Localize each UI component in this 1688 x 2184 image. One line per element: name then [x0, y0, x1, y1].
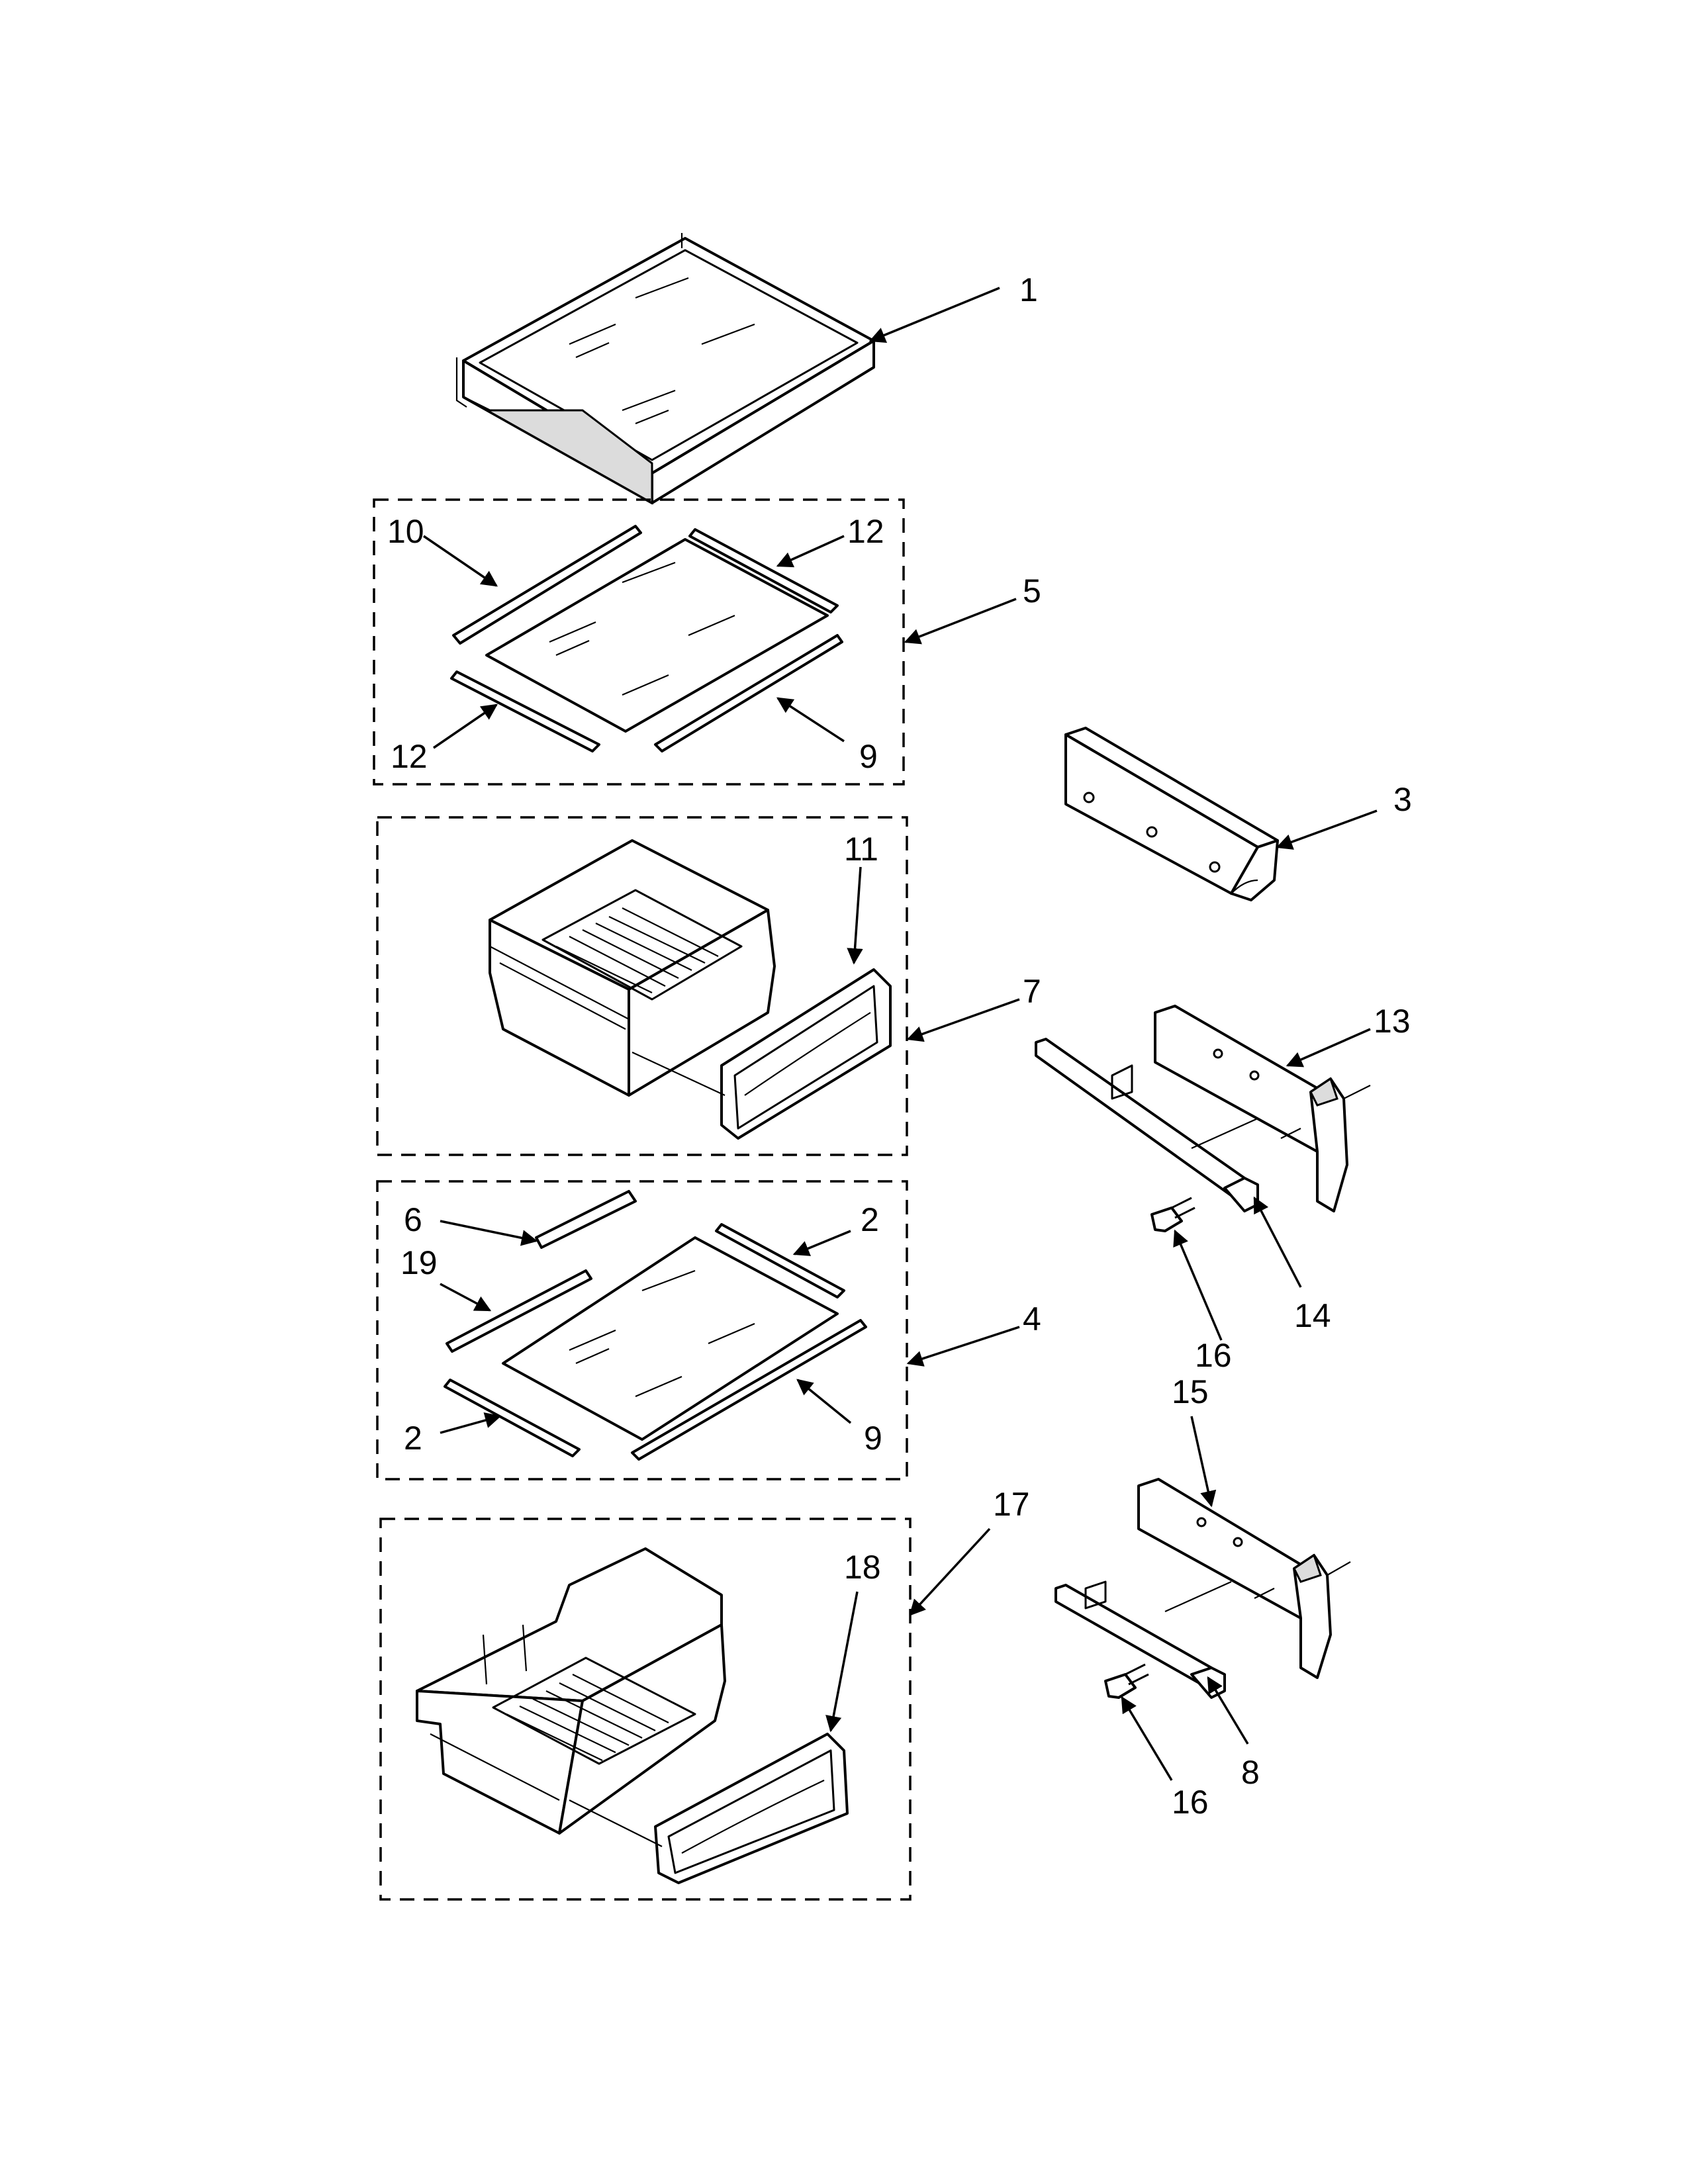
slide-rail-part-8 [1055, 1580, 1275, 1699]
screw-part-16-a [1150, 1197, 1196, 1232]
arrow-10 [423, 535, 498, 587]
trim-part-9-bottom [631, 1319, 867, 1461]
cover-part-3 [1064, 727, 1279, 901]
label-15: 15 [1172, 1373, 1209, 1410]
label-11: 11 [844, 831, 878, 868]
trim-part-2-bottom [444, 1379, 581, 1457]
label-6: 6 [404, 1201, 422, 1238]
glass-panel-part-4 [502, 1236, 839, 1441]
drawer-front-part-18 [569, 1733, 849, 1884]
trim-part-10 [452, 525, 642, 645]
label-12a: 12 [847, 513, 884, 550]
trim-part-6 [535, 1190, 637, 1249]
crisper-bin-part-7 [489, 839, 776, 1097]
arrow-15 [1190, 1416, 1217, 1508]
arrow-5 [904, 598, 1017, 645]
arrow-2b [440, 1412, 502, 1434]
arrow-2a [792, 1230, 851, 1256]
arrow-9a [776, 697, 845, 743]
label-2b: 2 [404, 1420, 422, 1457]
label-9b: 9 [864, 1420, 882, 1457]
arrow-19 [440, 1283, 492, 1312]
trim-part-12-bottom [450, 670, 600, 752]
slide-rail-part-14 [1035, 1038, 1301, 1212]
shelf-assembly-part-1 [455, 233, 875, 505]
label-2a: 2 [861, 1201, 879, 1238]
arrow-3 [1276, 809, 1378, 850]
label-17: 17 [993, 1486, 1030, 1523]
arrow-14 [1253, 1196, 1302, 1288]
arrow-12a [776, 535, 845, 568]
dashed-box-group-17 [379, 1518, 912, 1901]
meat-pan-part-17 [416, 1547, 726, 1835]
arrow-9b [796, 1379, 852, 1424]
label-16a: 16 [1195, 1337, 1232, 1374]
label-19: 19 [400, 1244, 438, 1281]
label-10: 10 [387, 513, 424, 550]
label-5: 5 [1023, 572, 1041, 610]
label-16b: 16 [1172, 1784, 1209, 1821]
label-9a: 9 [859, 738, 878, 775]
arrow-16a [1173, 1229, 1223, 1341]
drawer-front-part-11 [632, 968, 892, 1140]
glass-panel-part-5 [485, 538, 829, 733]
arrow-12b [433, 704, 498, 749]
arrow-11 [847, 866, 863, 965]
dashed-box-group-4 [376, 1180, 908, 1480]
label-18: 18 [844, 1549, 881, 1586]
label-8: 8 [1241, 1754, 1260, 1791]
trim-part-19 [445, 1269, 592, 1353]
arrow-16b [1121, 1696, 1173, 1781]
trim-part-12-top [688, 528, 839, 614]
label-13: 13 [1374, 1003, 1411, 1040]
arrow-4 [906, 1326, 1020, 1367]
screw-part-16-b [1104, 1663, 1149, 1699]
arrow-7 [906, 998, 1020, 1042]
label-3: 3 [1393, 781, 1412, 818]
trim-part-9-top [654, 634, 843, 752]
label-4: 4 [1023, 1300, 1041, 1338]
arrow-17 [909, 1527, 991, 1616]
arrow-18 [825, 1591, 859, 1733]
label-14: 14 [1294, 1297, 1331, 1334]
trim-part-2-top [715, 1223, 845, 1298]
label-12b: 12 [391, 738, 428, 775]
slide-bracket-part-13 [1154, 1005, 1371, 1212]
dashed-box-group-5 [373, 498, 905, 786]
slide-bracket-part-15 [1137, 1478, 1351, 1679]
dashed-box-group-7 [376, 816, 908, 1156]
label-1: 1 [1019, 271, 1038, 308]
arrow-6 [440, 1220, 538, 1246]
arrow-8 [1207, 1676, 1249, 1745]
label-7: 7 [1023, 973, 1041, 1010]
arrow-13 [1286, 1028, 1371, 1068]
arrow-1 [868, 287, 1000, 343]
